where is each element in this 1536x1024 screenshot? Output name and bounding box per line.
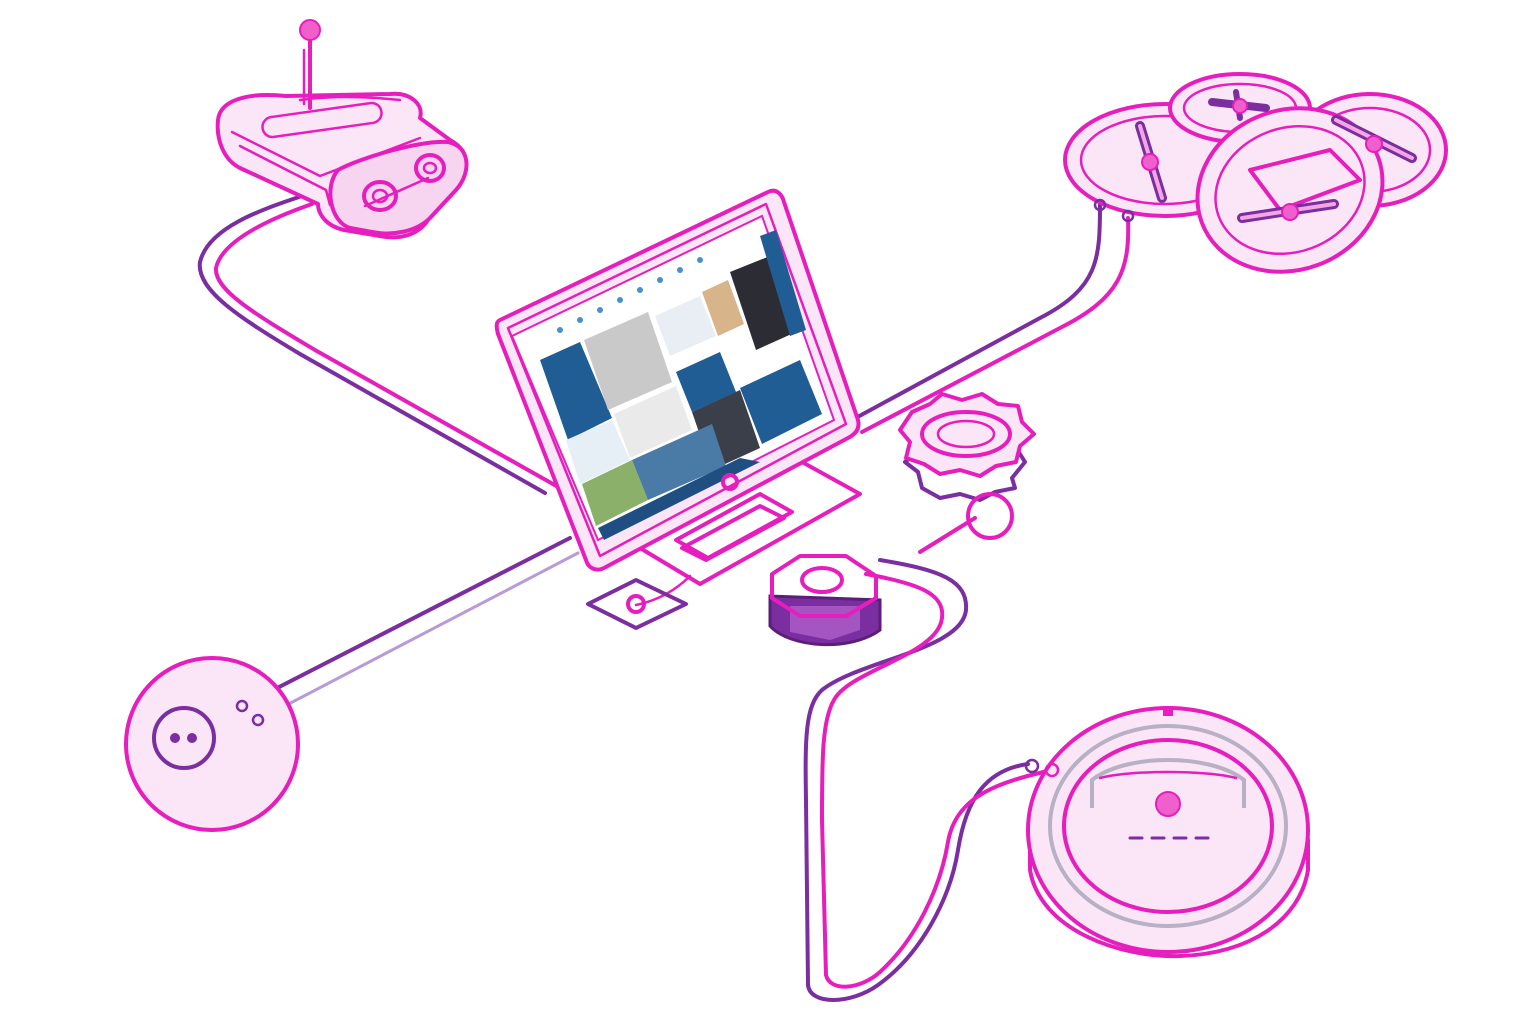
quadcopter-drone[interactable]	[1063, 72, 1448, 297]
hex-nut-hub[interactable]	[768, 554, 882, 647]
vacuum-button-icon[interactable]	[1155, 791, 1181, 817]
cable-drone-inner	[860, 216, 1131, 434]
tank-wheel-icon	[414, 153, 446, 183]
cable-tank-inner	[213, 202, 562, 490]
sphere-face-icon	[152, 706, 216, 770]
antenna-tip	[299, 19, 321, 41]
ring-node	[966, 492, 1014, 540]
tank-robot[interactable]	[215, 19, 469, 240]
power-button-icon[interactable]	[721, 473, 739, 491]
cable-vacuum-outer	[803, 558, 1030, 1002]
monitor-screen	[510, 214, 836, 542]
propeller-icon	[1331, 115, 1417, 163]
square-pad	[586, 578, 688, 630]
robot-vacuum[interactable]	[1024, 706, 1310, 959]
cable-vacuum-inner	[820, 572, 1054, 989]
cable-drone-outer	[850, 203, 1102, 422]
cable-sphere-inner	[256, 551, 580, 722]
cable-tank-outer	[197, 194, 547, 495]
tank-wheel-icon	[362, 180, 398, 212]
connection-cables	[197, 194, 1131, 1002]
propeller-icon	[1135, 121, 1167, 203]
screen-toolbar	[557, 257, 703, 333]
sphere-robot[interactable]	[124, 656, 300, 832]
cable-ring-node	[918, 516, 977, 554]
propeller-icon	[1208, 89, 1270, 121]
gear-icon[interactable]	[898, 392, 1036, 502]
propeller-icon	[1237, 199, 1339, 223]
cable-sphere-outer	[240, 536, 572, 708]
computer-monitor[interactable]	[494, 188, 862, 586]
rotor-ring-icon	[1195, 106, 1385, 274]
